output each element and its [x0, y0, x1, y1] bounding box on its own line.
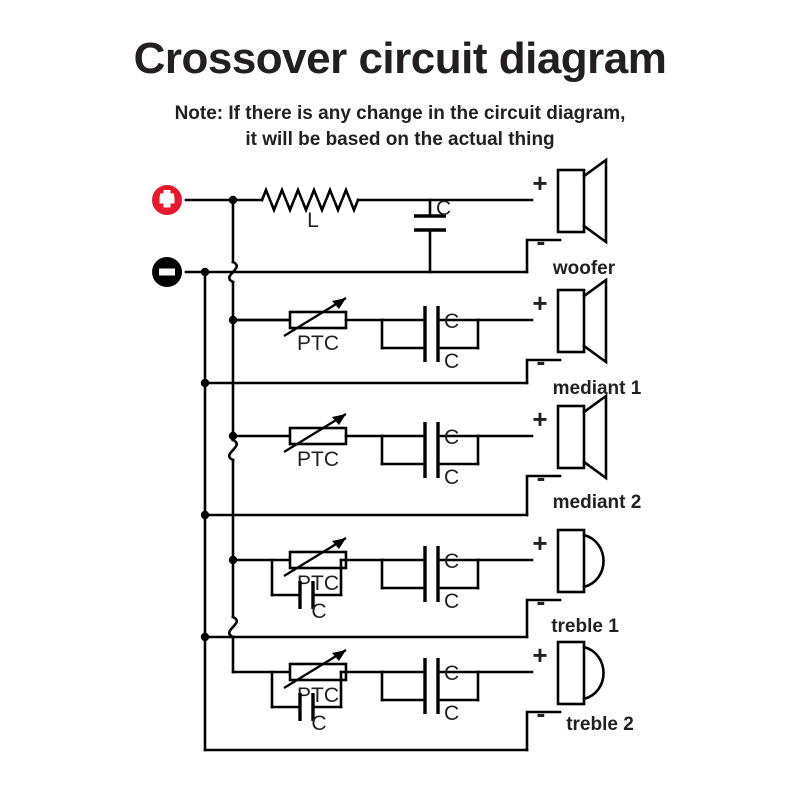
- polarity-minus: -: [537, 462, 546, 492]
- ptc-treble-1: [282, 536, 348, 578]
- ptc-label: PTC: [297, 684, 339, 707]
- positive-rail: [184, 195, 238, 205]
- positive-bus: [228, 198, 292, 674]
- ptc-mediant-1: [282, 296, 348, 338]
- speaker-mediant-2: [556, 394, 608, 480]
- ptc-label: PTC: [297, 572, 339, 595]
- polarity-plus: +: [532, 528, 547, 558]
- negative-bus: [200, 270, 529, 752]
- polarity-minus: -: [537, 698, 546, 728]
- page-title: Crossover circuit diagram: [133, 34, 667, 83]
- polarity-minus: -: [537, 226, 546, 256]
- capacitor-label: C: [444, 702, 459, 725]
- ptc-treble-2: [282, 648, 348, 690]
- capacitor-label: C: [436, 197, 451, 220]
- inductor-label: L: [307, 209, 319, 232]
- ptc-label: PTC: [297, 332, 339, 355]
- ptc-mediant-2: [282, 412, 348, 454]
- branch-mediant-1: PTC C C + - mediant 1: [203, 278, 642, 399]
- polarity-minus: -: [537, 586, 546, 616]
- polarity-plus: +: [532, 404, 547, 434]
- ptc-label: PTC: [297, 448, 339, 471]
- speaker-label-treble-2: treble 2: [566, 714, 634, 735]
- capacitor-label: C: [444, 426, 459, 449]
- speaker-label-woofer: woofer: [552, 258, 616, 279]
- capacitor-label: C: [311, 712, 326, 735]
- speaker-mediant-1: [556, 278, 608, 364]
- speaker-label-mediant-2: mediant 2: [553, 492, 642, 513]
- branch-treble-1: PTC C C C + -: [203, 528, 619, 639]
- positive-branch-taps: [228, 315, 292, 565]
- branch-woofer: L C + - woofer: [203, 158, 616, 279]
- branch-mediant-2: PTC C C + - mediant 2: [203, 394, 642, 517]
- polarity-minus: -: [537, 346, 546, 376]
- note-line-1: Note: If there is any change in the circ…: [174, 103, 626, 124]
- speaker-label-mediant-1: mediant 1: [553, 378, 642, 399]
- capacitor-label: C: [444, 310, 459, 333]
- polarity-plus: +: [532, 168, 547, 198]
- speaker-treble-2: [556, 640, 605, 706]
- branch-treble-2: PTC C C C + -: [270, 640, 634, 752]
- capacitor-label: C: [311, 600, 326, 623]
- speaker-label-treble-1: treble 1: [551, 616, 619, 637]
- polarity-plus: +: [532, 288, 547, 318]
- positive-terminal: [152, 185, 182, 215]
- capacitor-label: C: [444, 550, 459, 573]
- speaker-treble-1: [556, 528, 605, 594]
- capacitor-label: C: [444, 662, 459, 685]
- speaker-woofer: [556, 158, 608, 244]
- capacitor-label: C: [444, 350, 459, 373]
- capacitor-label: C: [444, 466, 459, 489]
- polarity-plus: +: [532, 640, 547, 670]
- negative-terminal: [152, 257, 182, 287]
- capacitor-label: C: [444, 590, 459, 613]
- note-line-2: it will be based on the actual thing: [245, 129, 555, 150]
